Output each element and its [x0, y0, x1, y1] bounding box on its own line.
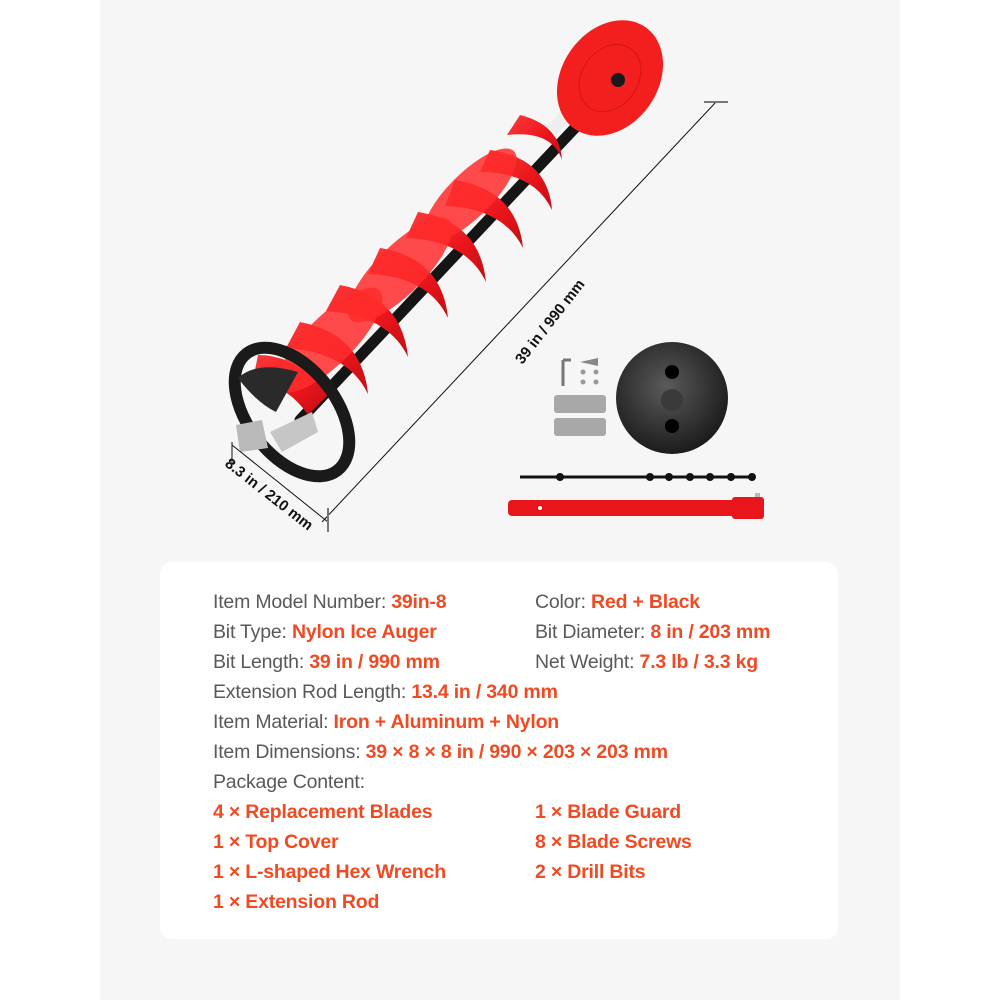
package-content-heading: Package Content:	[213, 771, 365, 793]
spec-net-weight: Net Weight: 7.3 lb / 3.3 kg	[535, 647, 758, 677]
spec-label: Item Model Number:	[213, 591, 392, 613]
package-item: 8 × Blade Screws	[535, 831, 692, 853]
guard-disc-icon	[616, 342, 728, 454]
spec-label: Item Material:	[213, 711, 334, 733]
spec-card: Item Model Number: 39in-8 Color: Red + B…	[160, 562, 838, 939]
accessories-group	[508, 342, 764, 519]
spec-value: 7.3 lb / 3.3 kg	[639, 651, 759, 673]
spec-value: Red + Black	[591, 591, 700, 613]
ice-auger-illustration	[228, 20, 764, 532]
spec-value: 39 in / 990 mm	[309, 651, 440, 673]
package-item: 1 × Top Cover	[213, 831, 339, 853]
package-item: 1 × L-shaped Hex Wrench	[213, 861, 446, 883]
spec-extension-rod-length: Extension Rod Length: 13.4 in / 340 mm	[213, 677, 558, 707]
spec-label: Bit Type:	[213, 621, 292, 643]
package-item: 2 × Drill Bits	[535, 861, 646, 883]
spec-material: Item Material: Iron + Aluminum + Nylon	[213, 707, 559, 737]
extension-rod-icon	[508, 493, 764, 519]
drill-bits-icon	[580, 358, 598, 366]
package-item: 4 × Replacement Blades	[213, 801, 433, 823]
spec-value: 39 × 8 × 8 in / 990 × 203 × 203 mm	[365, 741, 668, 763]
spec-value: 8 in / 203 mm	[650, 621, 771, 643]
spec-label: Item Dimensions:	[213, 741, 366, 763]
spec-color: Color: Red + Black	[535, 587, 700, 617]
blade-screws-icon	[580, 369, 599, 385]
hex-wrench-icon	[561, 358, 571, 386]
dimension-lines	[231, 101, 728, 532]
spec-dimensions: Item Dimensions: 39 × 8 × 8 in / 990 × 2…	[213, 737, 668, 767]
spec-label: Net Weight:	[535, 651, 640, 673]
package-item: 1 × Extension Rod	[213, 891, 380, 913]
spec-label: Extension Rod Length:	[213, 681, 412, 703]
package-item: 1 × Blade Guard	[535, 801, 682, 823]
spec-label: Color:	[535, 591, 592, 613]
drill-bit-long-icon	[520, 473, 756, 481]
spec-value: 39in-8	[391, 591, 447, 613]
top-cover-disc	[556, 20, 664, 136]
spec-label: Bit Length:	[213, 651, 310, 673]
spec-model: Item Model Number: 39in-8	[213, 587, 447, 617]
spec-bit-diameter: Bit Diameter: 8 in / 203 mm	[535, 617, 770, 647]
replacement-blades-icon	[554, 395, 606, 436]
spec-bit-length: Bit Length: 39 in / 990 mm	[213, 647, 440, 677]
auger-flights	[253, 115, 562, 415]
blade-guard	[228, 341, 356, 483]
spec-bit-type: Bit Type: Nylon Ice Auger	[213, 617, 437, 647]
spec-label: Bit Diameter:	[535, 621, 651, 643]
spec-value: Nylon Ice Auger	[291, 621, 437, 643]
spec-value: Iron + Aluminum + Nylon	[333, 711, 560, 733]
spec-value: 13.4 in / 340 mm	[411, 681, 558, 703]
